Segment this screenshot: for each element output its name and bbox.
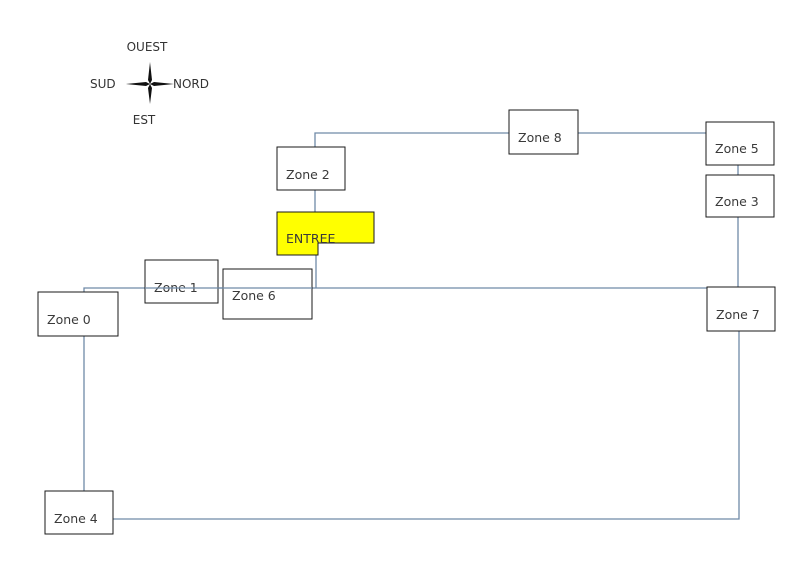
zone-node-6[interactable]: Zone 6 [222,268,313,320]
zone-box[interactable] [706,286,776,332]
zone-node-1[interactable]: Zone 1 [144,259,219,304]
zone-node-7[interactable]: Zone 7 [706,286,776,332]
zone-label: Zone 7 [716,307,760,322]
compass-top-label: OUEST [127,40,168,54]
compass-right-label: NORD [173,77,209,91]
entrance-label: ENTREE [286,231,335,246]
zone-label: Zone 3 [715,194,759,209]
zone-box[interactable] [705,121,775,166]
connectors [83,132,740,520]
zone-box[interactable] [44,490,114,535]
connector-main-horizontal [83,287,707,292]
zone-label: Zone 2 [286,167,330,182]
zone-node-8[interactable]: Zone 8 [508,109,579,155]
compass-bottom-label: EST [133,113,156,127]
zone-node-3[interactable]: Zone 3 [705,174,775,218]
zone-box[interactable] [705,174,775,218]
zone-node-0[interactable]: Zone 0 [37,291,119,337]
zone-label: Zone 0 [47,312,91,327]
zone-label: Zone 5 [715,141,759,156]
zone-box[interactable] [508,109,579,155]
zone-box[interactable] [222,268,313,320]
zone-node-2[interactable]: Zone 2 [276,146,346,191]
zone-box[interactable] [144,259,219,304]
zones: Zone 0 Zone 1 Zone 2 Zone 3 Zone 4 Zone … [37,109,776,535]
zone-node-4[interactable]: Zone 4 [44,490,114,535]
zone-box[interactable] [276,146,346,191]
compass-rose-icon [126,62,174,104]
entrance-box[interactable] [276,211,375,256]
entrance-node[interactable]: ENTREE [276,211,375,256]
compass: OUEST SUD NORD EST [90,40,209,127]
compass-left-label: SUD [90,77,116,91]
zone-label: Zone 8 [518,130,562,145]
zone-box[interactable] [37,291,119,337]
zone-label: Zone 6 [232,288,276,303]
connector-zone4-zone7 [113,331,740,520]
zone-label: Zone 4 [54,511,98,526]
zone-node-5[interactable]: Zone 5 [705,121,775,166]
